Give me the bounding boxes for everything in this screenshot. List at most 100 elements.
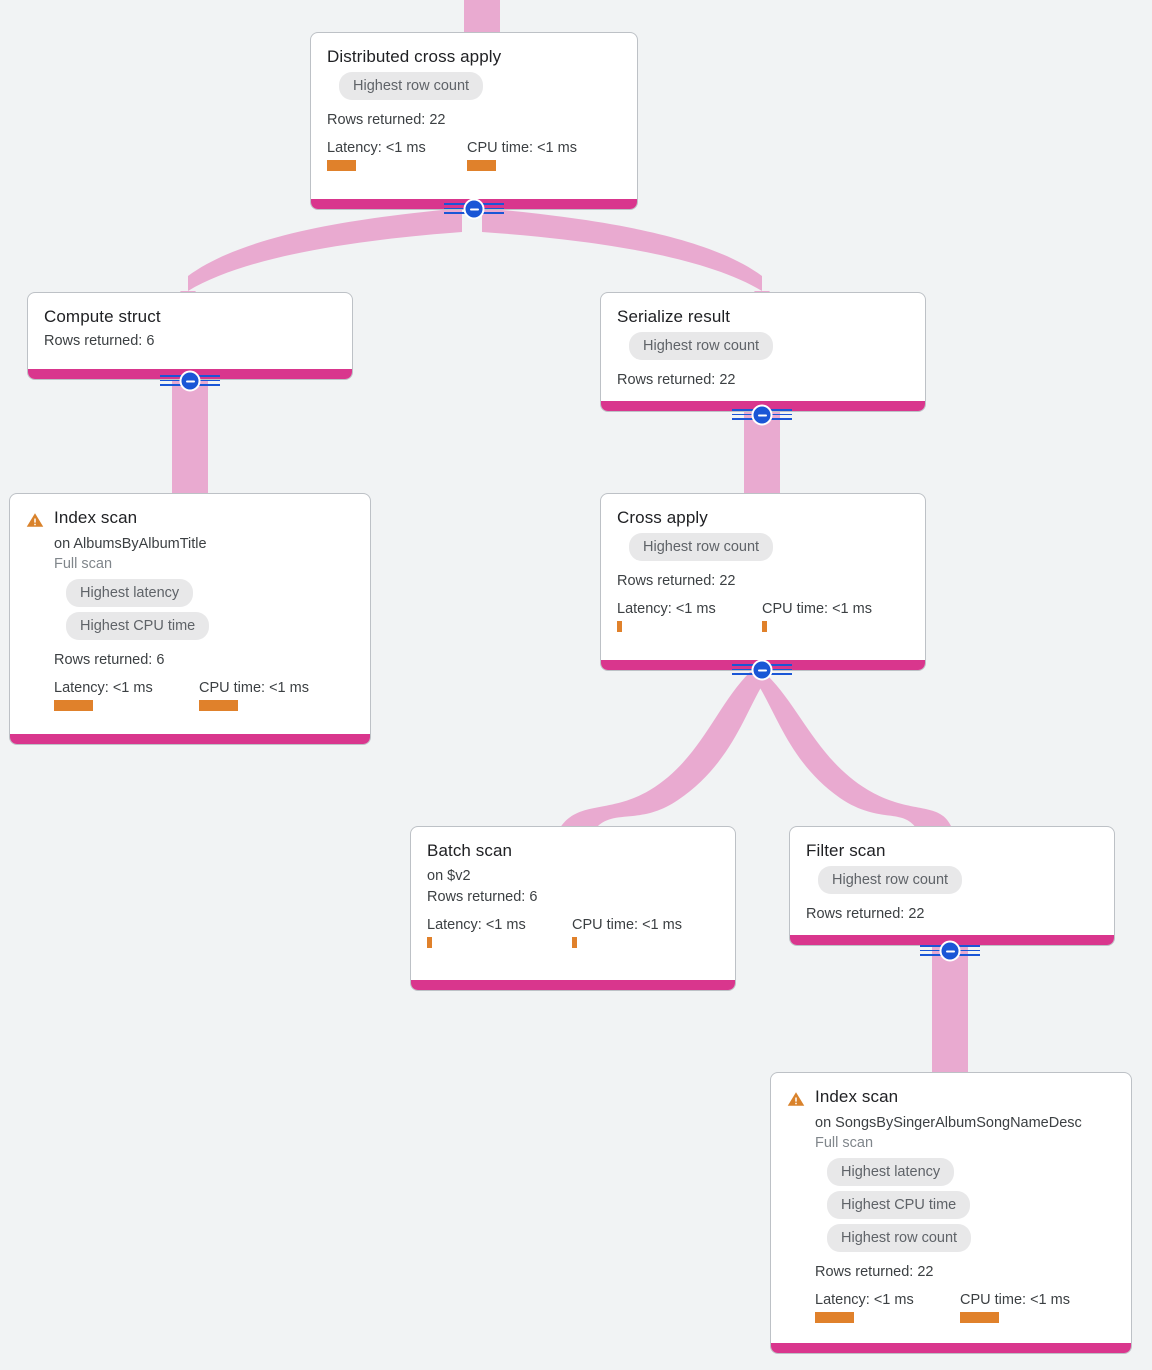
node-chips: Highest row count (327, 72, 621, 105)
node-body: on SongsBySingerAlbumSongNameDesc Full s… (815, 1113, 1115, 1323)
cpu-bar (762, 621, 767, 632)
node-chips: Highest row count (617, 332, 909, 365)
collapse-button-distributed-cross-apply[interactable] (444, 198, 504, 220)
latency-metric: Latency: <1 ms (427, 916, 572, 948)
node-body: Highest row count Rows returned: 22 (617, 332, 909, 390)
node-chips: Highest latency Highest CPU time (54, 579, 354, 645)
cpu-bar (199, 700, 238, 711)
node-metrics: Latency: <1 ms CPU time: <1 ms (327, 139, 621, 171)
node-metrics: Latency: <1 ms CPU time: <1 ms (617, 600, 909, 632)
node-metrics: Latency: <1 ms CPU time: <1 ms (815, 1291, 1115, 1323)
cpu-metric: CPU time: <1 ms (960, 1291, 1070, 1323)
minus-circle-icon[interactable] (939, 940, 961, 962)
cpu-label: CPU time: <1 ms (572, 917, 682, 933)
rows-returned: Rows returned: 22 (617, 372, 736, 388)
latency-label: Latency: <1 ms (427, 917, 526, 933)
edge-root-to-serialize-result (482, 208, 762, 291)
status-badge: Highest CPU time (827, 1191, 971, 1219)
node-footer-bar (411, 980, 735, 990)
collapse-button-cross-apply[interactable] (732, 659, 792, 681)
edge-filter-scan-to-index-scan-songs (932, 944, 968, 1074)
cpu-label: CPU time: <1 ms (199, 680, 309, 696)
node-body: on AlbumsByAlbumTitle Full scan Highest … (54, 534, 354, 711)
node-header: Distributed cross apply (327, 47, 621, 67)
latency-bar (617, 621, 622, 632)
node-body: Highest row count Rows returned: 22 (806, 866, 1098, 924)
latency-label: Latency: <1 ms (54, 680, 153, 696)
status-badge: Highest latency (827, 1158, 955, 1186)
edge-root-inlet (464, 0, 500, 35)
node-footer-bar (771, 1343, 1131, 1353)
plan-node-compute-struct[interactable]: Compute struct Rows returned: 6 (27, 292, 353, 380)
node-subtitle: on SongsBySingerAlbumSongNameDesc (815, 1115, 1082, 1131)
plan-node-batch-scan[interactable]: Batch scan on $v2 Rows returned: 6 Laten… (410, 826, 736, 991)
rows-returned: Rows returned: 22 (806, 906, 925, 922)
node-body: Rows returned: 6 (44, 331, 336, 351)
plan-node-filter-scan[interactable]: Filter scan Highest row count Rows retur… (789, 826, 1115, 946)
scan-note: Full scan (815, 1135, 874, 1151)
edge-compute-struct-to-index-scan-albums (172, 378, 208, 496)
cpu-metric: CPU time: <1 ms (762, 600, 872, 632)
latency-metric: Latency: <1 ms (54, 679, 199, 711)
node-title: Index scan (815, 1087, 899, 1106)
cpu-metric: CPU time: <1 ms (572, 916, 682, 948)
cpu-bar (960, 1312, 999, 1323)
rows-returned: Rows returned: 6 (44, 333, 155, 349)
rows-returned: Rows returned: 22 (617, 573, 736, 589)
node-title: Cross apply (617, 508, 708, 527)
minus-circle-icon[interactable] (751, 659, 773, 681)
node-title: Serialize result (617, 307, 731, 326)
rows-returned: Rows returned: 22 (815, 1264, 934, 1280)
cpu-bar (467, 160, 496, 171)
plan-node-distributed-cross-apply[interactable]: Distributed cross apply Highest row coun… (310, 32, 638, 210)
plan-node-cross-apply[interactable]: Cross apply Highest row count Rows retur… (600, 493, 926, 671)
latency-label: Latency: <1 ms (617, 601, 716, 617)
rows-returned: Rows returned: 22 (327, 112, 446, 128)
latency-metric: Latency: <1 ms (815, 1291, 960, 1323)
latency-label: Latency: <1 ms (327, 140, 426, 156)
node-chips: Highest row count (617, 533, 909, 566)
node-header: Cross apply (617, 508, 909, 528)
node-header: Index scan (787, 1087, 1115, 1108)
edge-cross-apply-to-filter-scan (750, 672, 952, 828)
latency-metric: Latency: <1 ms (617, 600, 762, 632)
minus-circle-icon[interactable] (463, 198, 485, 220)
status-badge: Highest row count (629, 332, 774, 360)
rows-returned: Rows returned: 6 (427, 889, 538, 905)
latency-bar (327, 160, 356, 171)
node-header: Compute struct (44, 307, 336, 327)
node-body: Highest row count Rows returned: 22 Late… (327, 72, 621, 171)
cpu-metric: CPU time: <1 ms (467, 139, 577, 171)
plan-node-serialize-result[interactable]: Serialize result Highest row count Rows … (600, 292, 926, 412)
node-title: Index scan (54, 508, 138, 527)
scan-note: Full scan (54, 556, 113, 572)
node-body: on $v2 Rows returned: 6 Latency: <1 ms C… (427, 866, 719, 948)
minus-circle-icon[interactable] (751, 404, 773, 426)
status-badge: Highest latency (66, 579, 194, 607)
latency-bar (815, 1312, 854, 1323)
node-subtitle: on AlbumsByAlbumTitle (54, 536, 207, 552)
node-chips: Highest latency Highest CPU time Highest… (815, 1158, 1115, 1257)
cpu-label: CPU time: <1 ms (467, 140, 577, 156)
cpu-metric: CPU time: <1 ms (199, 679, 309, 711)
node-metrics: Latency: <1 ms CPU time: <1 ms (427, 916, 719, 948)
edge-root-to-compute-struct (188, 208, 462, 291)
collapse-button-serialize-result[interactable] (732, 404, 792, 426)
node-header: Index scan (26, 508, 354, 529)
status-badge: Highest row count (827, 1224, 972, 1252)
node-title: Distributed cross apply (327, 47, 502, 66)
edge-cross-apply-to-batch-scan (560, 672, 768, 828)
cpu-bar (572, 937, 577, 948)
plan-node-index-scan-songs[interactable]: Index scan on SongsBySingerAlbumSongName… (770, 1072, 1132, 1354)
collapse-button-compute-struct[interactable] (160, 370, 220, 392)
node-header: Batch scan (427, 841, 719, 861)
latency-bar (54, 700, 93, 711)
node-title: Batch scan (427, 841, 513, 860)
collapse-button-filter-scan[interactable] (920, 940, 980, 962)
node-subtitle: on $v2 (427, 868, 471, 884)
minus-circle-icon[interactable] (179, 370, 201, 392)
plan-node-index-scan-albums[interactable]: Index scan on AlbumsByAlbumTitle Full sc… (9, 493, 371, 745)
latency-bar (427, 937, 432, 948)
warning-triangle-icon (787, 1092, 805, 1106)
